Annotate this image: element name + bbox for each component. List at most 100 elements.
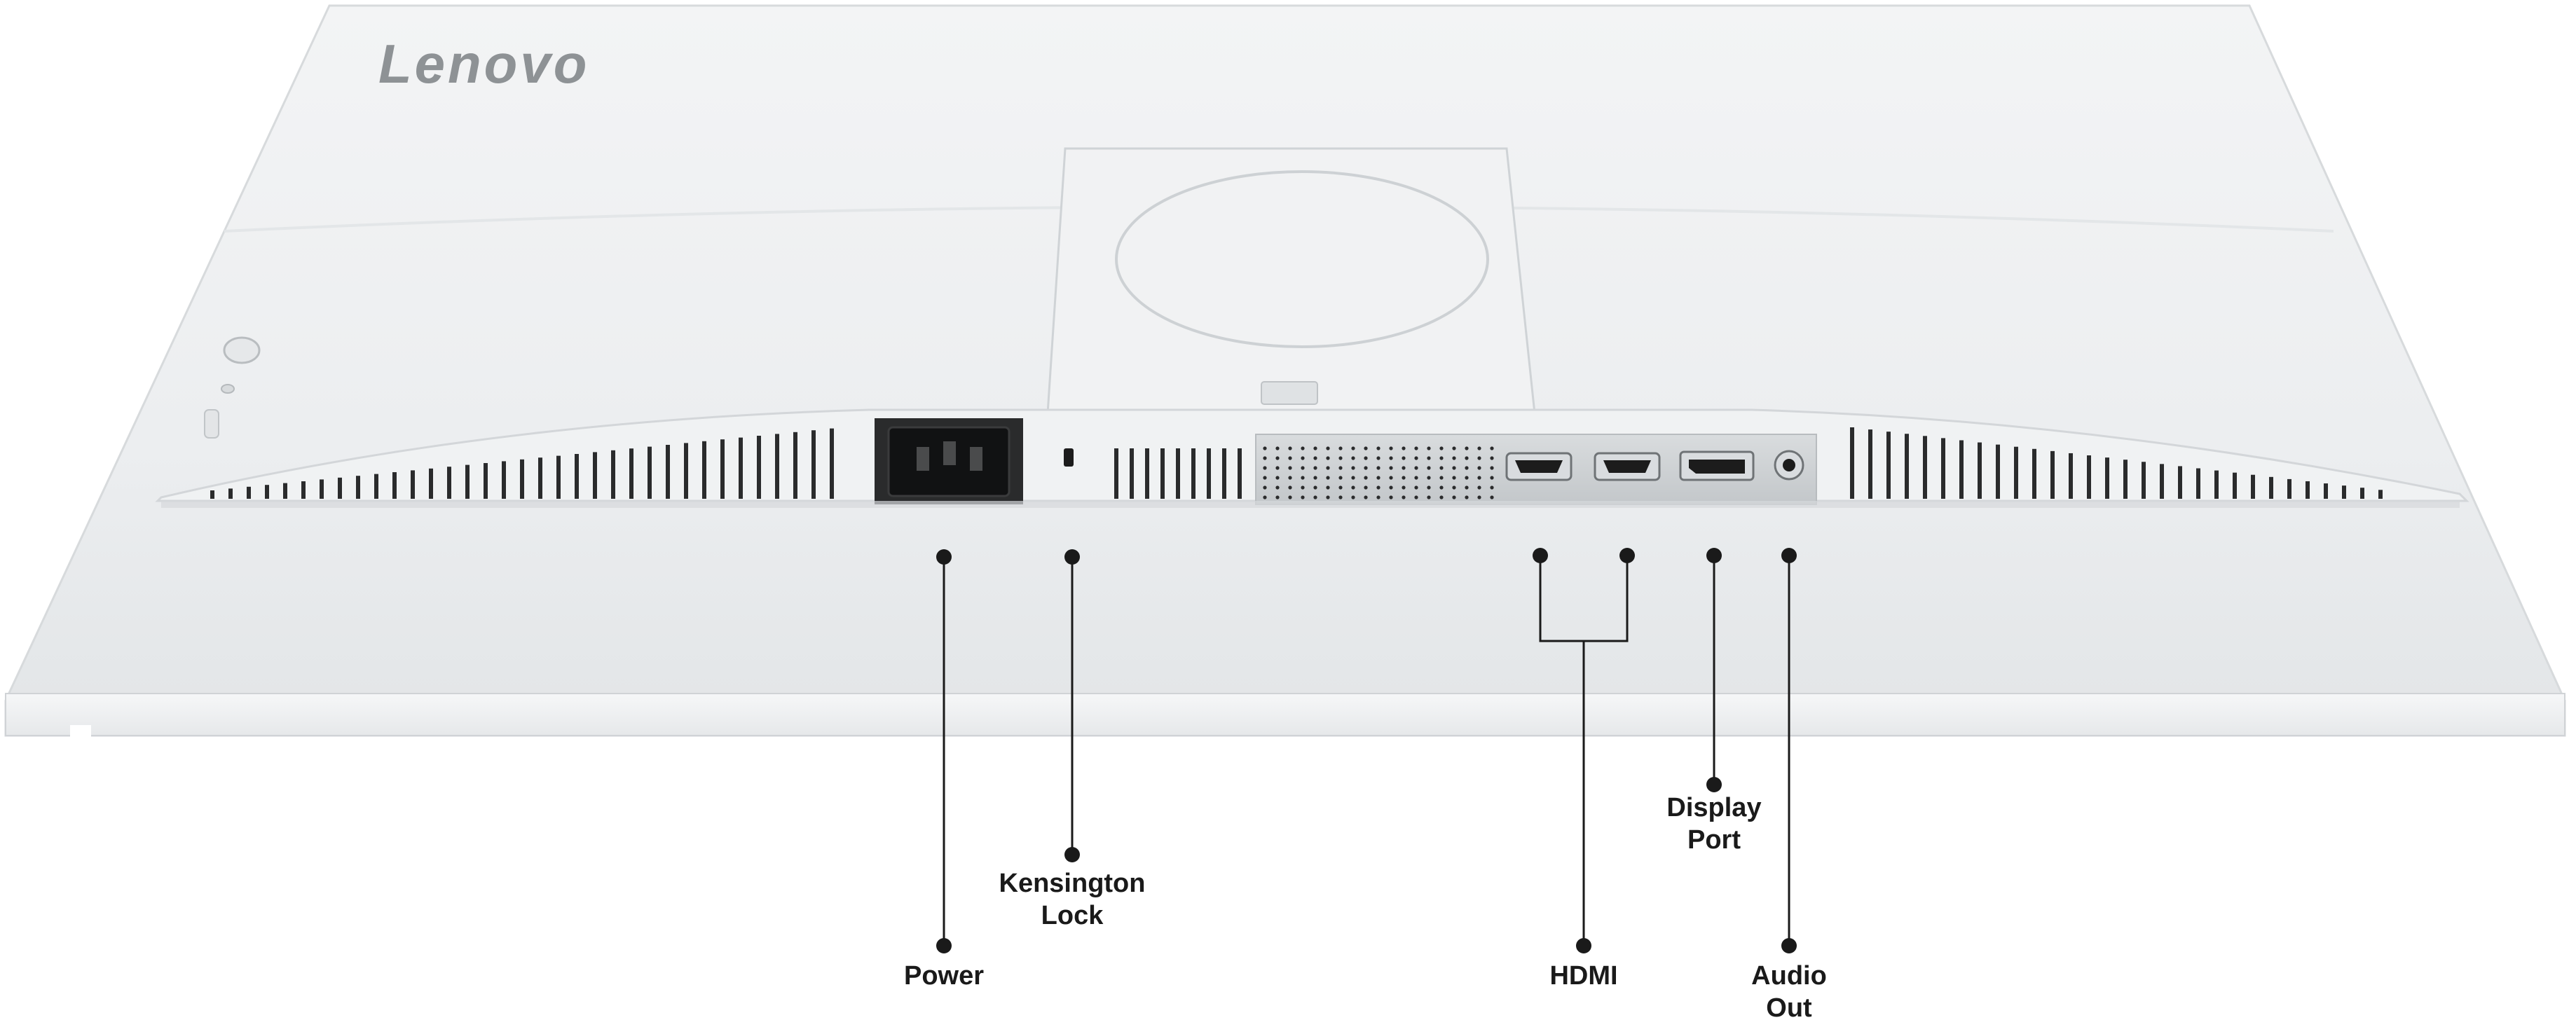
vent-slot [2123,460,2128,499]
perforation-dot [1402,446,1406,450]
vent-slot [2014,446,2018,499]
perforation-dot [1427,495,1431,499]
perforation-dot [1427,456,1431,460]
vent-slot [283,483,287,499]
vent-slot [1850,427,1854,499]
perforation-dot [1427,476,1431,480]
vent-slot [2287,478,2291,499]
perforation-dot [1275,485,1280,490]
perforation-dot [1326,456,1330,460]
perforation-dot [1364,495,1368,499]
vent-slot [629,448,633,499]
perforation-dot [1439,495,1444,499]
vent-slot [2050,450,2055,499]
label-audio-out: Audio Out [1719,960,1859,1024]
perforation-dot [1402,476,1406,480]
vent-slot [502,461,506,499]
vent-slot [2378,490,2383,499]
vent-slot [611,450,615,499]
vent-slot [484,463,488,499]
perforation-dot [1376,466,1381,470]
perforation-dot [1414,476,1418,480]
vent-slot [1238,448,1242,499]
vent-slot [392,472,397,499]
vent-slot [2269,476,2273,499]
perforation-dot [1452,476,1456,480]
perforation-dot [1313,466,1317,470]
perforation-dot [1338,485,1343,490]
stand-mount-circle [1115,170,1489,348]
perforation-dot [1465,446,1469,450]
vent-slot [811,430,816,499]
audio-out-jack [1774,450,1804,481]
vent-grille-left [210,428,834,499]
callout-kensington [1064,549,1080,862]
perforation-dot [1301,476,1305,480]
perforation-dot [1326,476,1330,480]
joystick-button [223,336,261,364]
label-hdmi-text: HDMI [1549,961,1618,991]
perforation-dot [1263,476,1267,480]
perforation-dot [1263,446,1267,450]
perforation-dot [1313,485,1317,490]
perforation-dot [1364,456,1368,460]
vent-slot [2032,448,2036,499]
perforation-dot [1389,476,1393,480]
vent-slot [228,488,233,499]
perforation-dot [1427,446,1431,450]
perforation-dot [1364,476,1368,480]
perforation-dot [1313,495,1317,499]
vent-slot [2324,483,2328,499]
vent-slot [666,445,670,499]
panel-shadow [161,501,2460,508]
perforation-dot [1301,456,1305,460]
vent-slot [1978,442,1982,499]
perforation-dot [1465,476,1469,480]
perforation-dot [1389,485,1393,490]
perforation-dot [1402,485,1406,490]
perforation-dot [1351,456,1355,460]
vent-slot [2196,468,2200,499]
perforation-dot [1263,456,1267,460]
label-kensington-line1: Kensington [999,869,1146,898]
perforation-dot [1376,446,1381,450]
vent-slot [739,437,743,499]
perforation-dot [1439,476,1444,480]
vent-slot [684,443,688,499]
vent-slot [520,459,524,499]
perforation-dot [1326,466,1330,470]
label-power: Power [874,960,1014,992]
callout-audio [1781,548,1797,953]
vent-slot [1130,448,1134,499]
vent-slot [1160,448,1165,499]
perforation-dot [1389,446,1393,450]
label-audio-line2: Out [1766,993,1812,1023]
side-led [204,409,219,439]
vent-slot [575,454,579,499]
perforation-dot [1288,456,1292,460]
vent-slot [757,436,761,499]
perforation-dot [1301,446,1305,450]
vent-slot [465,464,470,499]
callout-hdmi [1533,548,1635,953]
vent-slot [1905,434,1909,499]
vent-slot [2214,470,2219,499]
perforation-dot [1439,456,1444,460]
vent-slot [301,481,306,499]
vent-slot [1145,448,1149,499]
brand-logo: Lenovo [378,33,589,95]
perforation-dot [1288,476,1292,480]
vent-slot [1114,448,1118,499]
perforation-dot [1263,466,1267,470]
perforation-dot [1313,456,1317,460]
perforation-dot [1326,485,1330,490]
vent-slot [720,439,725,499]
perforation-dot [1427,485,1431,490]
vent-slot [2142,462,2146,499]
label-hdmi: HDMI [1514,960,1654,992]
perforation-dot [1376,485,1381,490]
vent-slot [556,455,561,499]
perforation-dot [1452,485,1456,490]
